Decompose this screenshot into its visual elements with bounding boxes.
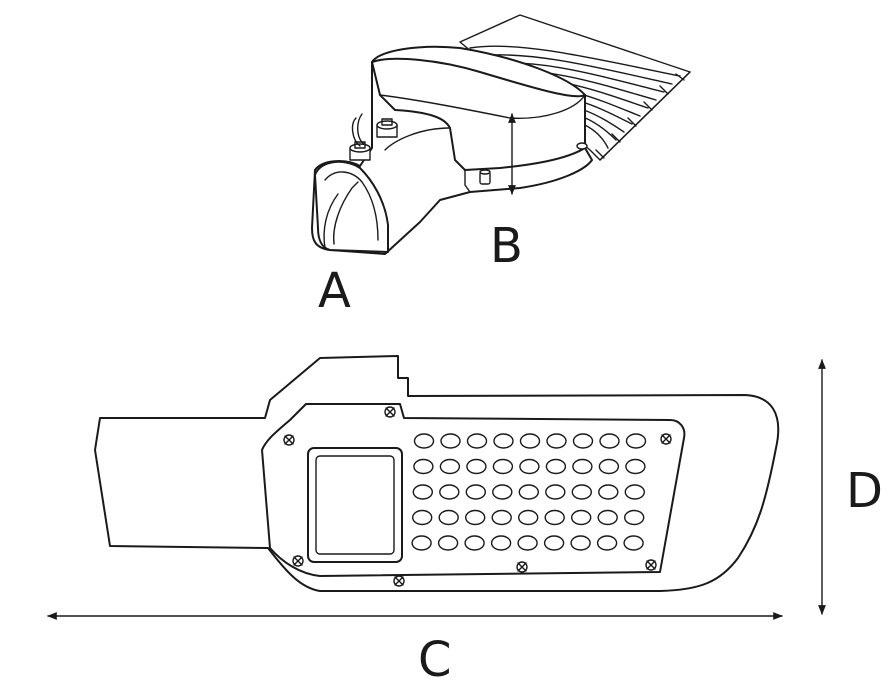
led-lens	[438, 509, 459, 526]
heatsink-knob	[576, 142, 588, 150]
screw-top-center	[384, 406, 396, 418]
led-lens	[625, 433, 647, 449]
led-lens	[437, 535, 459, 551]
led-lens	[490, 535, 512, 551]
bolt-right	[376, 118, 398, 138]
led-lens	[412, 484, 433, 500]
led-lens	[598, 484, 619, 500]
perspective-view	[311, 14, 691, 255]
led-lens	[598, 458, 620, 475]
led-lens	[464, 535, 485, 551]
led-lens	[491, 509, 512, 526]
screw-bottom-left	[292, 555, 304, 567]
side-peg	[479, 169, 491, 185]
led-lens	[624, 509, 645, 526]
led-lens	[572, 433, 594, 449]
led-lens	[545, 458, 567, 475]
screw-bottom-left-2	[393, 575, 405, 587]
led-lens	[543, 535, 565, 551]
screw-bottom-right	[645, 559, 657, 571]
led-lens	[413, 433, 435, 449]
led-lens	[518, 484, 539, 500]
bolt-left	[349, 141, 371, 161]
led-lens	[572, 458, 593, 475]
led-lens	[519, 458, 540, 475]
led-lens	[439, 484, 460, 500]
label-a: A	[318, 263, 351, 319]
led-lens	[546, 433, 567, 449]
led-lens	[439, 458, 461, 475]
led-lens	[571, 484, 592, 500]
led-lens	[440, 433, 461, 449]
pole-entry	[314, 160, 389, 253]
screw-bottom-center	[516, 561, 528, 573]
led-lens	[571, 509, 592, 526]
label-b: B	[490, 218, 523, 274]
label-d: D	[846, 463, 883, 519]
led-lens	[624, 484, 645, 500]
led-lens	[519, 433, 541, 449]
led-lens	[599, 433, 620, 449]
led-lens	[493, 433, 514, 449]
led-lens	[466, 433, 488, 449]
led-lens	[413, 458, 434, 475]
led-lens	[411, 535, 432, 551]
led-lens	[570, 535, 591, 551]
led-lens	[492, 484, 513, 500]
screw-top-left	[283, 434, 295, 446]
screw-top-right	[660, 433, 672, 445]
led-lens	[492, 458, 514, 475]
led-lens	[544, 509, 565, 526]
led-lens-grid	[411, 433, 647, 551]
led-lens	[517, 535, 538, 551]
led-lens	[412, 509, 433, 526]
led-lens	[466, 458, 487, 475]
led-lens	[465, 509, 486, 526]
led-lens	[545, 484, 566, 500]
led-lens	[625, 458, 646, 475]
plan-view	[47, 355, 826, 620]
driver-window	[307, 447, 403, 563]
led-lens	[596, 535, 618, 551]
led-lens	[597, 509, 618, 526]
led-lens	[518, 509, 539, 526]
led-lens	[623, 535, 644, 551]
label-c: C	[418, 632, 452, 682]
led-lens	[465, 484, 486, 500]
cable	[351, 117, 361, 147]
